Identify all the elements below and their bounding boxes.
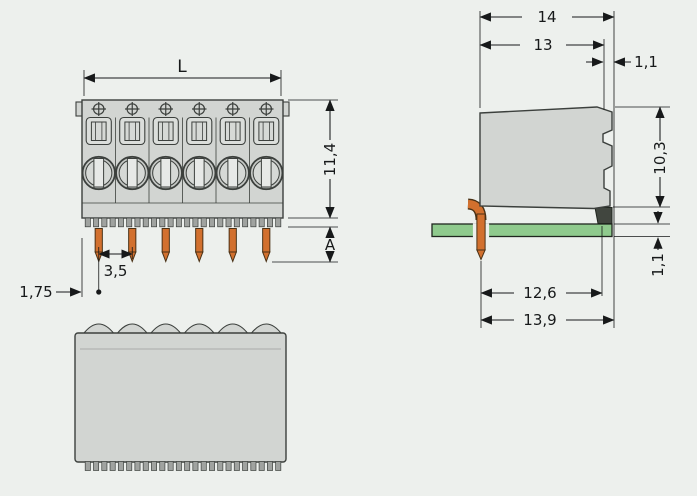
dim-label-pin-to-edge: 13,9 <box>523 311 556 329</box>
dim-front-length: L <box>83 57 282 96</box>
dim-label-pitch: 3,5 <box>104 262 128 280</box>
dim-front-pitch: 3,5 <box>98 247 133 292</box>
solder-teeth-strip <box>84 217 282 228</box>
board-support <box>594 207 613 224</box>
dim-label-body-height: 10,3 <box>651 141 669 174</box>
pcb-board <box>431 223 613 238</box>
dim-side-body-height: 10,3 <box>613 106 670 208</box>
dim-side-body-width: 13 <box>479 36 605 110</box>
solder-pin-side <box>467 198 487 261</box>
front-view <box>75 99 290 262</box>
side-view <box>431 106 613 261</box>
dim-label-pcb-thickness: 1,1 <box>649 253 667 277</box>
dim-label-body-width: 13 <box>533 36 552 54</box>
dim-label-pin-length: A <box>325 236 336 254</box>
dim-label-latch-offset: 1,1 <box>634 53 658 71</box>
dim-label-edge-offset: 1,75 <box>19 283 52 301</box>
dim-side-pin-to-latch: 12,6 <box>480 226 603 328</box>
dim-label-overall-width: 14 <box>537 8 556 26</box>
dim-front-edge-offset: 1,75 <box>19 238 102 301</box>
solder-pins <box>94 228 271 262</box>
dim-label-height: 11,4 <box>321 143 339 176</box>
dim-front-pin-length: A <box>272 226 338 263</box>
dim-side-latch-offset: 1,1 <box>586 53 658 71</box>
dim-label-length: L <box>177 57 187 77</box>
housing-body-bottom <box>74 332 287 463</box>
dim-side-pcb-thickness: 1,1 <box>614 211 670 277</box>
bottom-teeth-strip <box>84 461 282 471</box>
dim-front-height: 11,4 <box>288 99 339 219</box>
bottom-view <box>74 323 287 471</box>
datum-dot <box>96 289 102 295</box>
dim-label-pin-to-latch: 12,6 <box>523 284 556 302</box>
dim-side-pin-to-edge: 13,9 <box>480 311 615 329</box>
housing-body-side <box>479 106 613 210</box>
